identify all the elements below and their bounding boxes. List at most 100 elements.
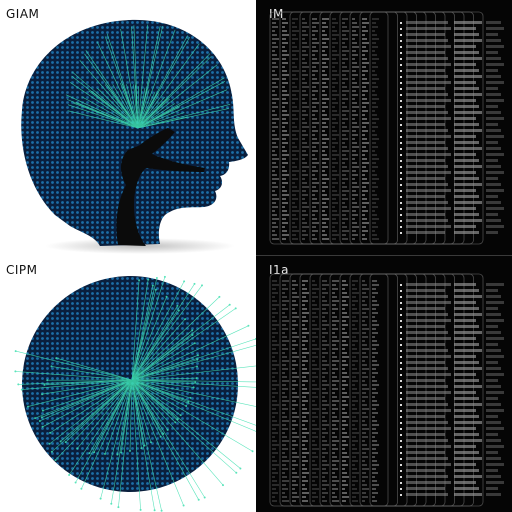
noise-bar (292, 300, 296, 302)
noise-bar (342, 468, 345, 470)
ray-line (137, 106, 181, 129)
noise-bar (362, 134, 365, 136)
noise-bar (302, 126, 309, 128)
noise-bar (352, 158, 355, 160)
noise-bar (272, 206, 278, 208)
ray-line (129, 379, 133, 451)
table-bar (486, 379, 498, 382)
noise-bar (292, 456, 299, 458)
noise-bar (372, 372, 378, 374)
noise-bar (332, 106, 335, 108)
noise-bar (302, 58, 305, 60)
noise-bar (292, 292, 297, 294)
noise-bar (352, 202, 357, 204)
noise-bar (362, 328, 369, 330)
noise-bar (352, 234, 358, 236)
row-marker (400, 422, 402, 424)
noise-bar (282, 162, 288, 164)
noise-bar (342, 202, 345, 204)
noise-bar (282, 74, 289, 76)
noise-bar (342, 428, 345, 430)
noise-bar (272, 110, 275, 112)
noise-bar (332, 182, 338, 184)
noise-bar (292, 110, 299, 112)
noise-bar (272, 78, 279, 80)
table-bar (454, 289, 479, 292)
noise-bar (362, 110, 368, 112)
table-bar (486, 123, 498, 126)
noise-bar (292, 22, 295, 24)
noise-bar (312, 94, 315, 96)
table-bar (406, 367, 448, 370)
row-marker (400, 452, 402, 454)
noise-bar (272, 150, 275, 152)
table-bar (486, 301, 504, 304)
noise-bar (282, 340, 289, 342)
table-bar (454, 463, 476, 466)
ray-line (42, 379, 133, 428)
noise-bar (352, 316, 356, 318)
ray-end-dot (159, 435, 162, 438)
noise-bar (372, 230, 375, 232)
noise-bar (342, 162, 345, 164)
noise-bar (362, 154, 365, 156)
noise-bar (342, 360, 346, 362)
row-marker (400, 284, 402, 286)
ray-end-dot (151, 284, 154, 287)
noise-bar (332, 190, 337, 192)
noise-bar (352, 376, 356, 378)
noise-bar (342, 436, 349, 438)
row-marker (400, 214, 402, 216)
noise-bar (282, 202, 288, 204)
noise-bar (322, 308, 326, 310)
noise-bar (272, 130, 275, 132)
ray-line (131, 285, 203, 381)
noise-bar (362, 460, 365, 462)
noise-bar (292, 142, 295, 144)
noise-bar (302, 364, 305, 366)
noise-bar (282, 456, 287, 458)
noise-bar (372, 218, 379, 220)
noise-bar (282, 404, 286, 406)
noise-bar (332, 98, 336, 100)
noise-bar (322, 488, 326, 490)
noise-bar (322, 150, 325, 152)
ray-end-dot (184, 318, 187, 321)
noise-bar (342, 308, 345, 310)
table-bar (406, 225, 451, 228)
ray-line (55, 379, 133, 461)
noise-bar (302, 316, 306, 318)
table-bar (486, 105, 498, 108)
ray-line (131, 366, 198, 381)
noise-bar (272, 114, 277, 116)
noise-bar (362, 30, 368, 32)
noise-bar (282, 146, 285, 148)
noise-bar (292, 448, 295, 450)
noise-bar (372, 66, 378, 68)
ray-end-dot (59, 440, 62, 443)
noise-bar (312, 400, 315, 402)
noise-bar (282, 186, 285, 188)
noise-bar (312, 206, 316, 208)
noise-bar (342, 416, 349, 418)
ray-line (15, 371, 133, 381)
ray-end-dot (196, 365, 198, 368)
noise-bar (322, 460, 327, 462)
noise-bar (292, 190, 299, 192)
noise-bar (322, 174, 327, 176)
table-bar (406, 487, 445, 490)
noise-bar (302, 324, 305, 326)
noise-bar (342, 78, 348, 80)
ray-burst-bottom (14, 275, 256, 512)
table-bar (454, 171, 476, 174)
noise-bar (332, 238, 336, 240)
noise-bar (342, 348, 345, 350)
noise-bar (362, 82, 369, 84)
ray-line (131, 334, 193, 381)
noise-bar (332, 432, 335, 434)
ray-end-dot (117, 506, 120, 509)
noise-bar (302, 384, 305, 386)
table-bar (486, 415, 498, 418)
noise-bar (272, 384, 279, 386)
pane-outline (279, 273, 398, 507)
